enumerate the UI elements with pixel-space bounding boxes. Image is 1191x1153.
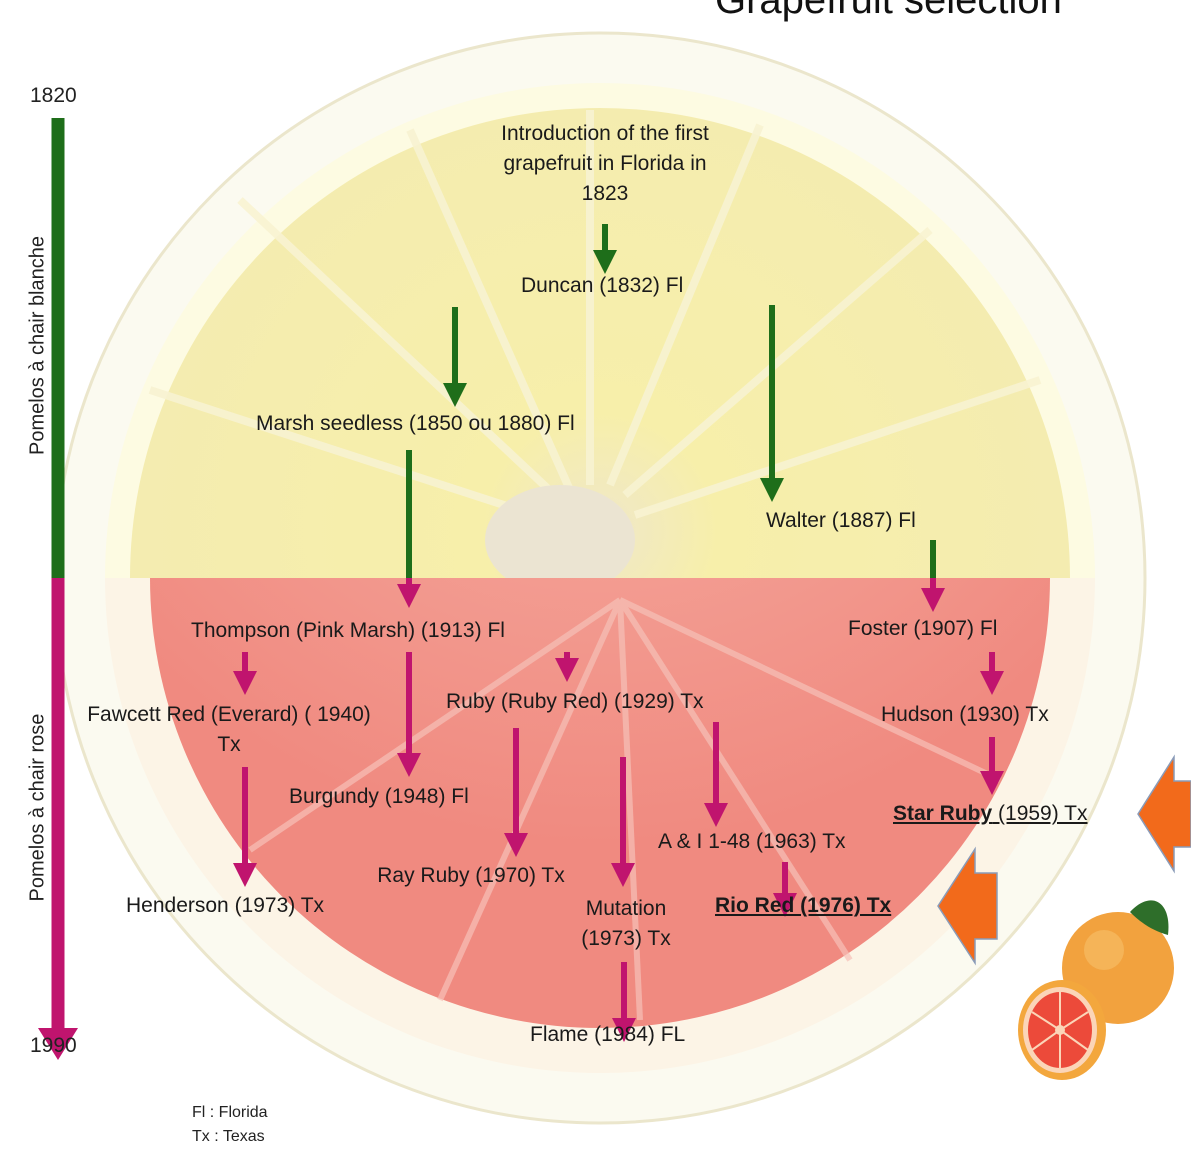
node-thompson: Thompson (Pink Marsh) (1913) Fl [191,616,505,646]
node-marsh: Marsh seedless (1850 ou 1880) Fl [256,409,575,439]
node-fawcett: Fawcett Red (Everard) ( 1940) Tx [84,700,374,760]
node-rio-red: Rio Red (1976) Tx [715,891,891,921]
legend-texas: Tx : Texas [192,1125,268,1149]
node-henderson: Henderson (1973) Tx [126,891,324,921]
node-star-ruby: Star Ruby (1959) Tx [893,799,1088,829]
node-foster: Foster (1907) Fl [848,614,997,644]
node-intro: Introduction of the first grapefruit in … [490,119,720,209]
node-ray-ruby: Ray Ruby (1970) Tx [372,861,570,891]
node-mutation: Mutation (1973) Tx [566,894,686,954]
timeline-start-year: 1820 [30,84,77,108]
node-ai-1-48: A & I 1-48 (1963) Tx [658,827,846,857]
highlight-arrow-starruby-icon [1138,757,1191,871]
node-ruby: Ruby (Ruby Red) (1929) Tx [446,687,704,717]
timeline-end-year: 1990 [30,1034,77,1058]
star-ruby-year: (1959) Tx [992,802,1087,825]
legend-florida: Fl : Florida [192,1101,268,1125]
grapefruit-illustration [1018,900,1174,1080]
node-burgundy: Burgundy (1948) Fl [289,782,469,812]
node-hudson: Hudson (1930) Tx [881,700,1049,730]
node-duncan: Duncan (1832) Fl [521,271,683,301]
star-ruby-name: Star Ruby [893,802,992,825]
pink-flesh-label: Pomelos à chair rose [27,700,50,916]
white-flesh-label: Pomelos à chair blanche [27,226,50,466]
legend: Fl : Florida Tx : Texas [192,1101,268,1149]
node-flame: Flame (1984) FL [530,1020,685,1050]
node-walter: Walter (1887) Fl [766,506,916,536]
